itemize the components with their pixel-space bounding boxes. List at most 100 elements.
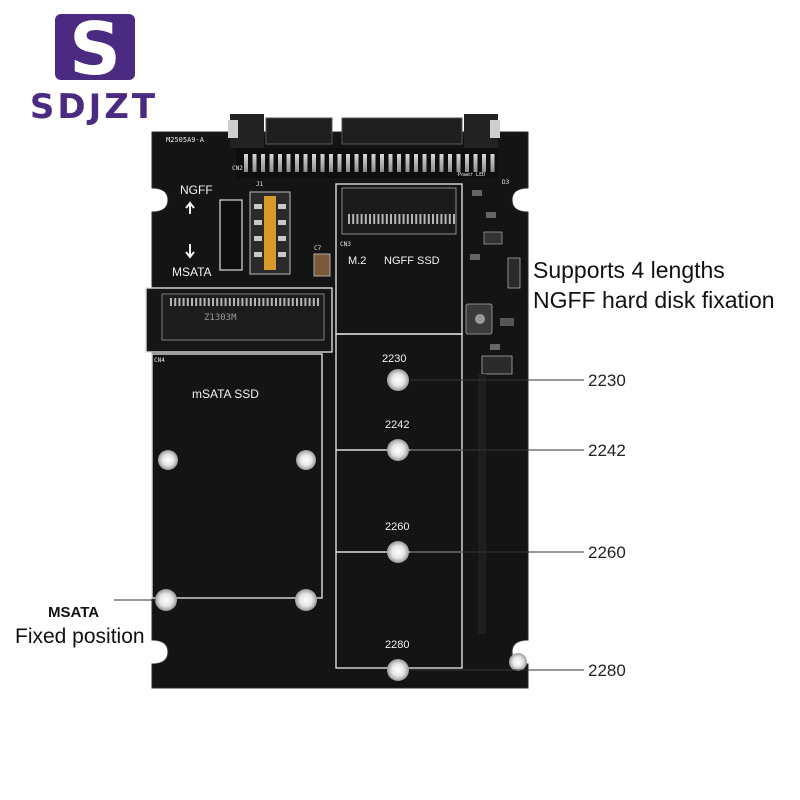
msata-card-outline <box>151 353 323 599</box>
jumper-outline <box>219 199 243 271</box>
connector-pin <box>381 214 384 224</box>
connector-pin <box>388 154 393 172</box>
smd-components <box>465 190 521 634</box>
mode-label-msata: MSATA <box>172 265 212 279</box>
connector-pin <box>456 154 461 172</box>
connector-pin <box>254 298 256 306</box>
connector-pin <box>414 154 418 172</box>
capacitor-c7 <box>313 253 331 277</box>
size-callouts <box>410 379 584 671</box>
connector-pin <box>245 298 248 306</box>
label-cn3: CN3 <box>340 241 351 248</box>
connector-pin <box>444 214 447 224</box>
connector-pin <box>191 298 193 306</box>
connector-pin <box>423 214 426 224</box>
connector-pin <box>269 154 274 172</box>
ngff-slot-title: NGFF SSD <box>384 255 440 267</box>
connector-pin <box>233 298 235 306</box>
mount-hole-2260 <box>387 541 409 563</box>
label-c7: C7 <box>314 245 322 252</box>
msata-callout-subtitle: Fixed position <box>15 625 145 648</box>
connector-pin <box>448 214 451 224</box>
connector-pin <box>182 298 185 306</box>
connector-pin <box>415 214 418 224</box>
connector-pin <box>364 214 367 224</box>
msata-hole-bottom-left <box>155 589 177 611</box>
connector-pin <box>174 298 177 306</box>
connector-pin <box>385 214 388 224</box>
connector-pin <box>320 154 325 172</box>
connector-pin <box>300 298 303 306</box>
connector-pin <box>380 154 384 172</box>
connector-pin <box>212 298 214 306</box>
mount-label-2260: 2260 <box>385 521 409 533</box>
connector-pin <box>207 298 210 306</box>
connector-pin <box>427 214 430 224</box>
msata-slot: Z1303M CN4 mSATA SSD <box>145 287 333 611</box>
connector-pin <box>432 214 434 224</box>
connector-pin <box>252 154 257 172</box>
adapter-board: M2505A9-A CN2 Power LED D3 NGFF MSATA J1… <box>145 114 529 689</box>
connector-pin <box>244 154 248 172</box>
msata-hole-top-right <box>296 450 316 470</box>
connector-pin <box>377 214 380 224</box>
connector-pin <box>224 298 227 306</box>
ngff-connector[interactable] <box>341 187 457 235</box>
connector-pin <box>371 154 376 172</box>
mount-label-2280: 2280 <box>385 639 409 651</box>
label-power-led: Power LED <box>458 172 485 178</box>
connector-pin <box>275 298 277 306</box>
connector-pin <box>303 154 308 172</box>
connector-pin <box>199 298 202 306</box>
connector-pin <box>422 154 427 172</box>
connector-pin <box>266 298 269 306</box>
arrow-up-icon <box>185 201 195 214</box>
label-d3: D3 <box>502 179 510 186</box>
logo-mark-background <box>55 14 135 80</box>
connector-pin <box>436 214 439 224</box>
connector-pin <box>170 298 172 306</box>
board-model-code: M2505A9-A <box>166 136 205 144</box>
connector-pin <box>337 154 342 172</box>
connector-pin <box>465 154 469 172</box>
msata-connector-pins <box>170 298 319 306</box>
callout-2260: 2260 <box>588 543 626 562</box>
mount-hole-2242 <box>387 439 409 461</box>
brand-logo: S SDJZT <box>30 7 155 127</box>
connector-pin <box>295 154 299 172</box>
mount-label-2242: 2242 <box>385 419 409 431</box>
connector-pin <box>346 154 350 172</box>
label-j1: J1 <box>256 181 264 188</box>
connector-pin <box>352 214 355 224</box>
connector-pin <box>287 298 290 306</box>
board-hole-bottom-right <box>509 653 527 671</box>
connector-pin <box>304 298 307 306</box>
connector-pin <box>178 298 181 306</box>
connector-pin <box>490 154 495 172</box>
mount-hole-2280 <box>387 659 409 681</box>
callout-2280: 2280 <box>588 661 626 680</box>
msata-slot-title: mSATA SSD <box>192 387 259 401</box>
connector-pin <box>394 214 397 224</box>
connector-pin <box>363 154 367 172</box>
sata-pins <box>244 154 495 172</box>
ngff-slot-title-m2: M.2 <box>348 255 366 267</box>
connector-pin <box>406 214 409 224</box>
callout-2242: 2242 <box>588 441 626 460</box>
connector-pin <box>249 298 252 306</box>
lengths-line-2: NGFF hard disk fixation <box>533 287 775 313</box>
connector-pin <box>482 154 486 172</box>
connector-pin <box>241 298 244 306</box>
label-cn4: CN4 <box>154 357 165 364</box>
connector-pin <box>398 214 401 224</box>
length-annotation: Supports 4 lengths NGFF hard disk fixati… <box>533 257 775 313</box>
mount-label-2230: 2230 <box>382 353 406 365</box>
connector-pin <box>220 298 223 306</box>
connector-pin <box>356 214 359 224</box>
connector-pin <box>261 154 265 172</box>
connector-pin <box>439 154 444 172</box>
connector-pin <box>431 154 435 172</box>
jumper-cap[interactable] <box>264 196 276 270</box>
connector-pin <box>278 154 282 172</box>
msata-callout-title: MSATA <box>48 604 99 621</box>
